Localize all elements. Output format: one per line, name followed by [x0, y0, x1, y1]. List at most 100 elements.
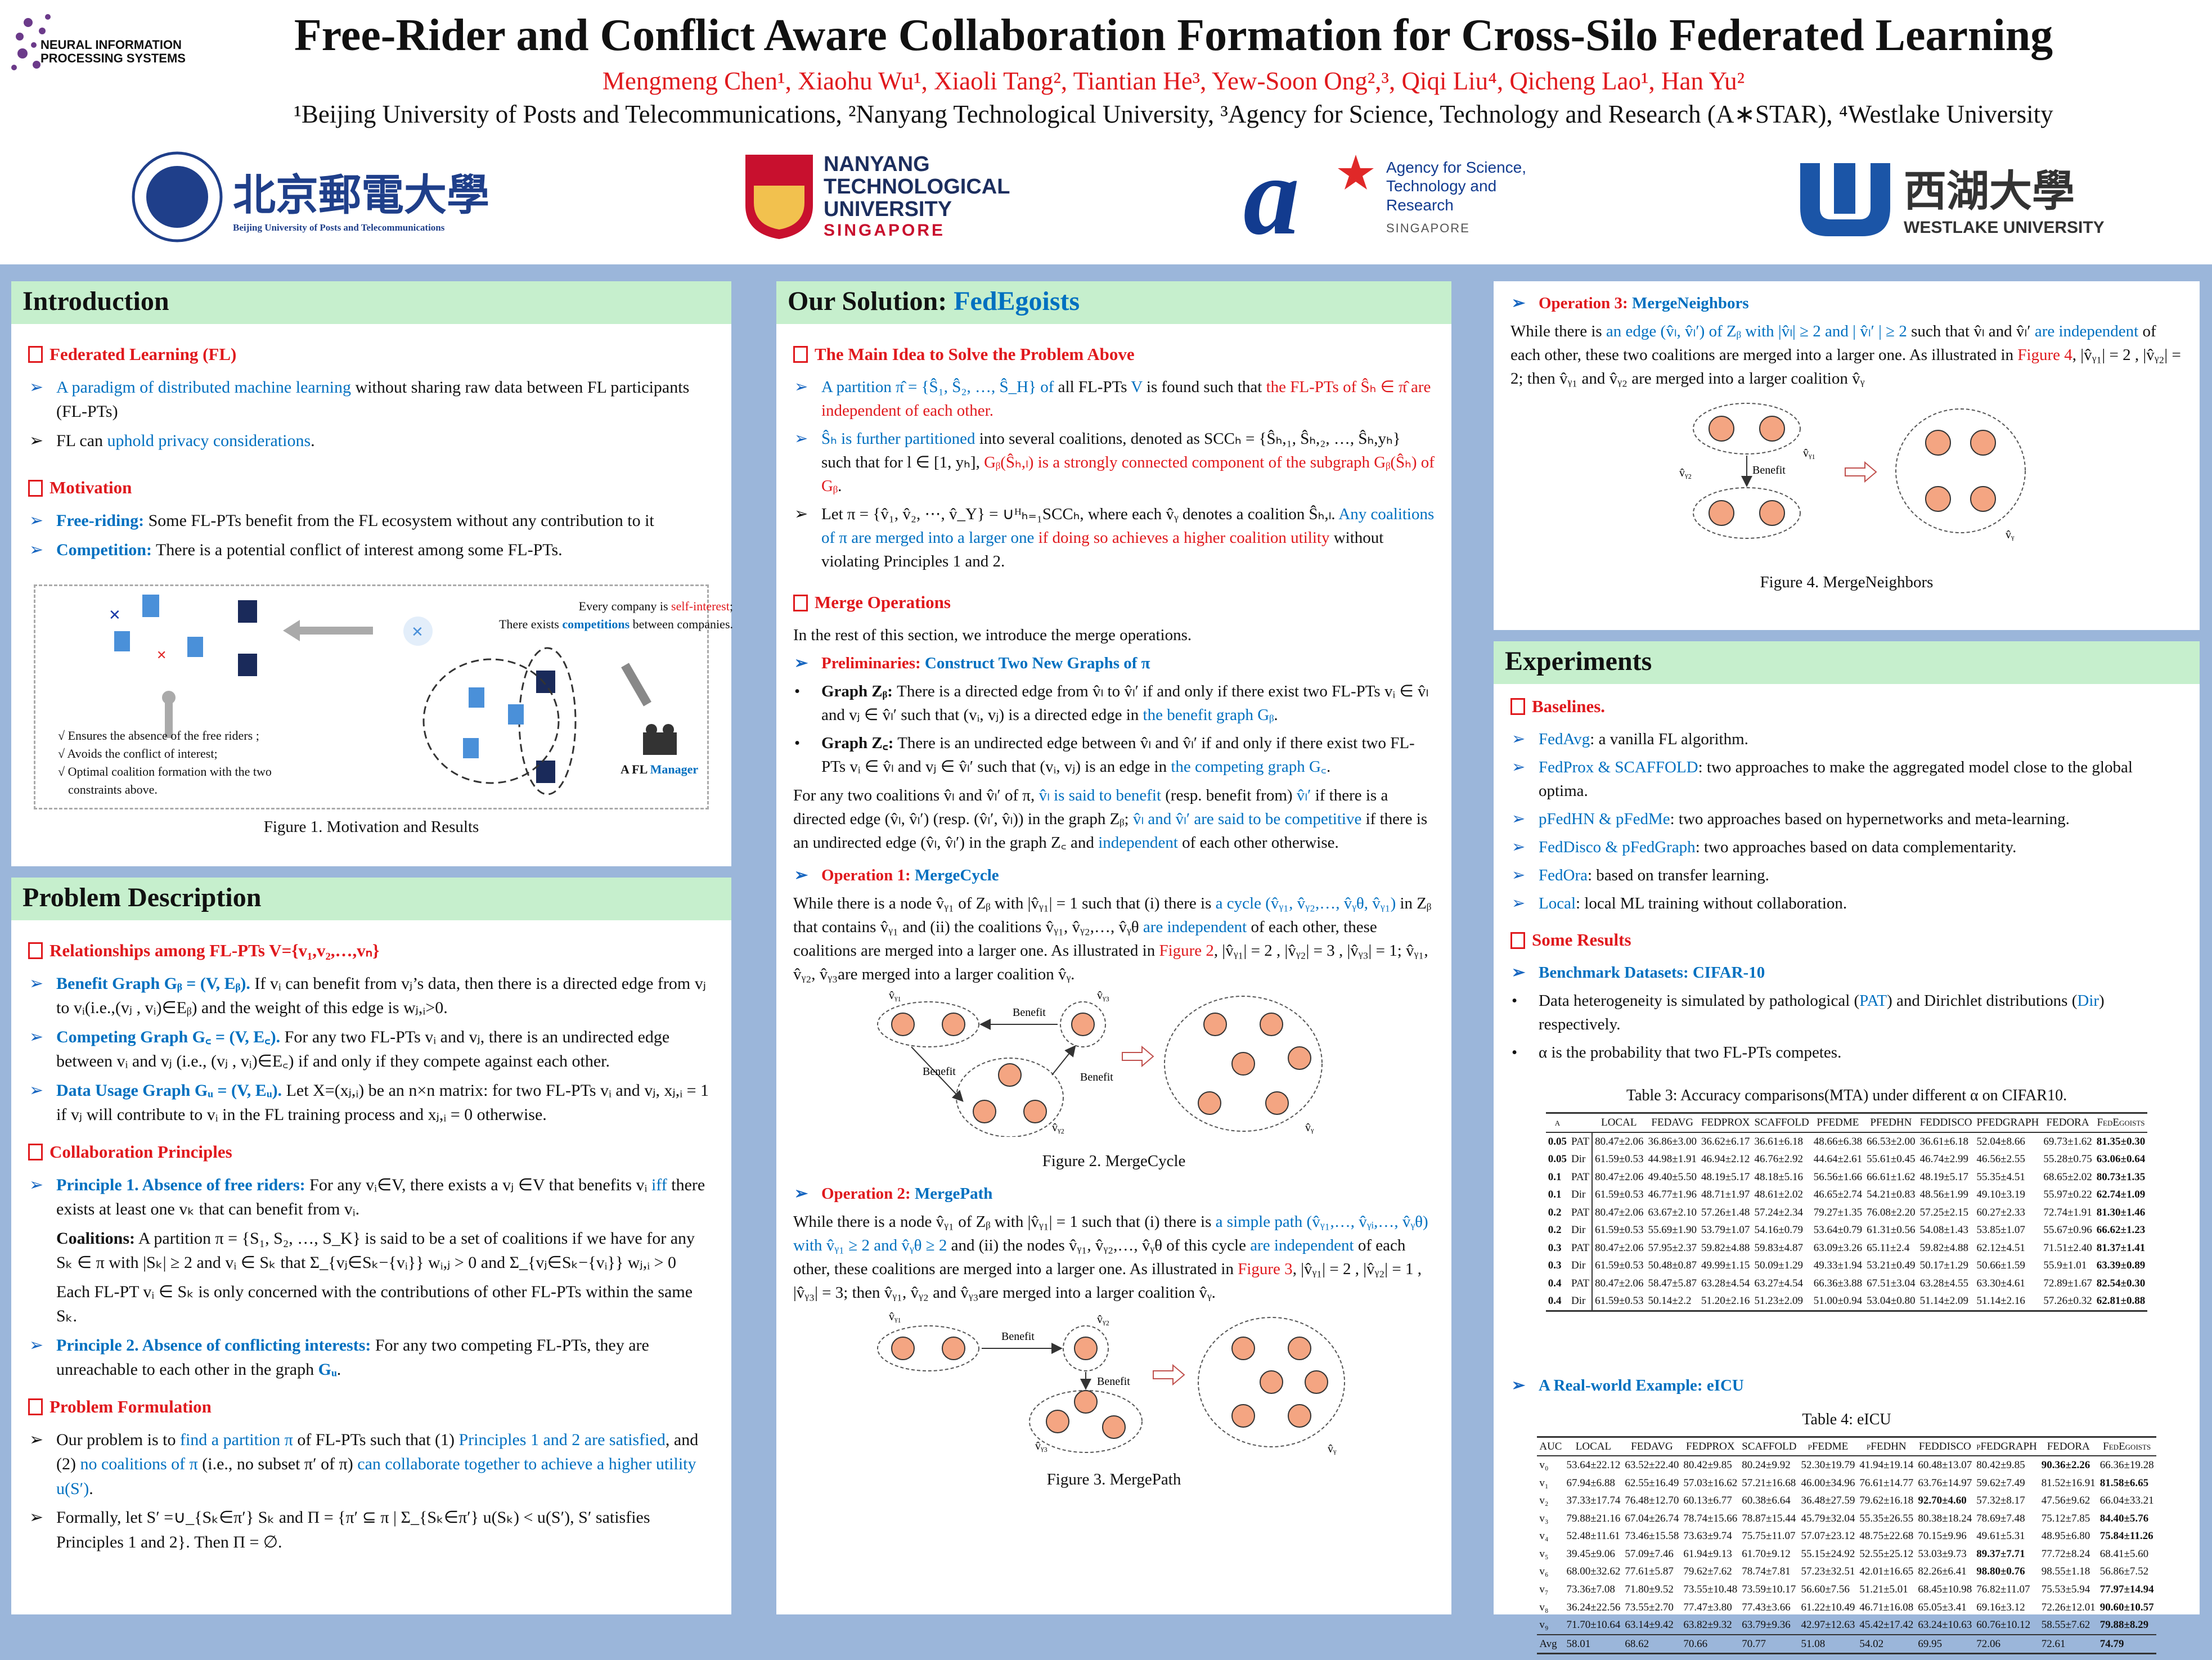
table-cell: 63.76±14.97 — [1918, 1477, 1972, 1489]
table-cell: 49.33±1.94 — [1813, 1259, 1863, 1272]
check-item: √ Avoids the conflict of interest; — [58, 746, 218, 761]
heading-text: Operation 2: — [821, 1185, 915, 1203]
baseline-item: FedDisco & pFedGraph: two approaches bas… — [1510, 835, 2183, 859]
table-cell: 73.63±9.74 — [1683, 1530, 1732, 1542]
relationships-title: Relationships among FL-PTs V={v₁,v₂,…,vₙ… — [50, 941, 380, 960]
text-segment: find a partition π — [179, 1430, 293, 1449]
table-cell: 49.10±3.19 — [1976, 1189, 2025, 1201]
table-cell: 62.81±0.88 — [2096, 1295, 2146, 1307]
table-cell: 90.60±10.57 — [2099, 1601, 2154, 1613]
table-cell: 42.97±12.63 — [1801, 1619, 1855, 1631]
text-segment: Local — [1539, 894, 1576, 913]
text-segment: Formally, let S′ =∪_{Sₖ∈π′} Sₖ and Π = {… — [56, 1508, 650, 1551]
fl-title: Federated Learning (FL) — [50, 344, 237, 364]
affiliations: ¹Beijing University of Posts and Telecom… — [294, 100, 2053, 128]
competing-graph-item: Competing Graph G꜀ = (V, E꜀). For any tw… — [28, 1025, 714, 1074]
text-segment: iff — [651, 1175, 667, 1194]
square-bullet-icon — [1510, 698, 1525, 716]
motivation-item: Free-riding: Some FL-PTs benefit from th… — [28, 509, 714, 533]
table-cell: 49.61±5.31 — [1976, 1530, 2025, 1542]
table-cell: 61.59±0.53 — [1595, 1224, 1644, 1236]
figure-1-checklist: √ Ensures the absence of the free riders… — [58, 727, 328, 799]
column-header: FEDORA — [2039, 1437, 2098, 1457]
text-segment: . — [336, 1360, 341, 1379]
table-cell: 39.45±9.06 — [1566, 1547, 1615, 1560]
table-cell: 55.35±26.55 — [1859, 1512, 1914, 1524]
arrow-icon — [1153, 1364, 1185, 1386]
text-segment: A partition π̂ = {Ŝ₁, Ŝ₂, …, Ŝ_H} of — [821, 377, 1054, 396]
table-cell: v₆ — [1539, 1565, 1549, 1578]
benefit-label: Benefit — [1001, 1330, 1035, 1343]
heading-text: Operation 3: — [1539, 294, 1632, 312]
baseline-item: Local: local ML training without collabo… — [1510, 892, 2183, 915]
table-cell: 55.67±0.96 — [2043, 1224, 2092, 1236]
text-segment: FedDisco & pFedGraph — [1539, 838, 1696, 857]
note-text: There exists — [498, 617, 563, 632]
table-cell: 98.55±1.18 — [2041, 1565, 2090, 1578]
operation-1-heading: Operation 1: MergeCycle — [793, 863, 1435, 887]
table-cell: 81.30±1.46 — [2096, 1206, 2146, 1218]
table-cell: 72.26±12.01 — [2041, 1601, 2096, 1613]
table-cell: 0.2 — [1548, 1224, 1562, 1236]
table-cell: 73.46±15.58 — [1625, 1530, 1679, 1542]
text-segment: are independent — [1250, 1236, 1354, 1255]
table-cell: 57.21±16.68 — [1742, 1477, 1796, 1489]
column-header: FedEgoists — [2094, 1113, 2148, 1133]
text-segment: (resp. benefit from) — [1161, 786, 1297, 804]
column-header: FedEgoists — [2097, 1437, 2156, 1457]
table-cell: 51.14±2.16 — [1976, 1295, 2025, 1307]
table-cell: 52.30±19.79 — [1801, 1459, 1855, 1472]
text-segment: For any two coalitions v̂ₗ and v̂ₗ′ of π… — [793, 786, 1039, 804]
text-segment: in Zᵦ that contains v̂ᵧ₁ and (ii) the co… — [793, 894, 1432, 936]
table-cell: 51.21±5.01 — [1859, 1583, 1908, 1596]
node-label: v̂ᵧ₁ — [889, 991, 901, 1002]
text-segment: of FL-PTs such that (1) — [293, 1430, 459, 1449]
table-cell: 50.17±1.29 — [1919, 1259, 1968, 1272]
text-segment: : two approaches based on hypernetworks … — [1670, 810, 2070, 829]
fl-item: FL can uphold privacy considerations. — [28, 429, 714, 453]
table-cell: v₇ — [1539, 1583, 1549, 1596]
table-cell: 76.08±2.20 — [1867, 1206, 1916, 1218]
text-segment: . — [89, 1479, 93, 1498]
table-cell: 63.09±3.26 — [1813, 1241, 1863, 1254]
table-cell: 55.9±1.01 — [2043, 1259, 2087, 1272]
bupt-name-en: Beijing University of Posts and Telecomm… — [233, 222, 445, 233]
formulation-title: Problem Formulation — [50, 1396, 212, 1416]
table-cell: 57.09±7.46 — [1625, 1547, 1674, 1560]
heading-text: Our Solution: — [788, 286, 954, 316]
check-item: √ Ensures the absence of the free riders… — [58, 728, 259, 743]
table-cell: 73.55±2.70 — [1625, 1601, 1674, 1613]
table-cell: 63.24±10.63 — [1918, 1619, 1972, 1631]
table-cell: 81.52±16.91 — [2041, 1477, 2096, 1489]
table-cell: 68.65±2.02 — [2043, 1171, 2092, 1183]
baseline-item: FedOra: based on transfer learning. — [1510, 863, 2183, 887]
table-cell: 52.55±25.12 — [1859, 1547, 1914, 1560]
table-cell: 78.74±15.66 — [1683, 1512, 1738, 1524]
text-segment: FedProx & SCAFFOLD — [1539, 758, 1698, 776]
motivation-title: Motivation — [50, 478, 132, 498]
table-cell: 55.97±0.22 — [2043, 1189, 2092, 1201]
table-cell: 80.42±9.85 — [1976, 1459, 2025, 1472]
text-segment: the FL-PTs of Ŝₕ ∈ π̂ are independent of… — [821, 377, 1431, 420]
benchmark-item: Data heterogeneity is simulated by patho… — [1510, 989, 2183, 1036]
table-cell: 60.27±2.33 — [1976, 1206, 2025, 1218]
table-cell: 50.09±1.29 — [1754, 1259, 1803, 1272]
fl-manager-label: A FL Manager — [621, 761, 698, 779]
table-cell: Dir — [1569, 1221, 1593, 1239]
table-cell: 66.36±19.28 — [2099, 1459, 2154, 1472]
table-cell: Dir — [1569, 1292, 1593, 1311]
table-cell: 48.19±5.17 — [1701, 1171, 1750, 1183]
table-cell: 42.01±16.65 — [1859, 1565, 1914, 1578]
table-cell: PAT — [1569, 1274, 1593, 1293]
table-cell: 48.95±6.80 — [2041, 1530, 2090, 1542]
table-cell: 50.14±2.2 — [1648, 1295, 1692, 1307]
table-cell: 57.32±8.17 — [1976, 1495, 2025, 1507]
baseline-item: FedAvg: a vanilla FL algorithm. — [1510, 727, 2183, 751]
